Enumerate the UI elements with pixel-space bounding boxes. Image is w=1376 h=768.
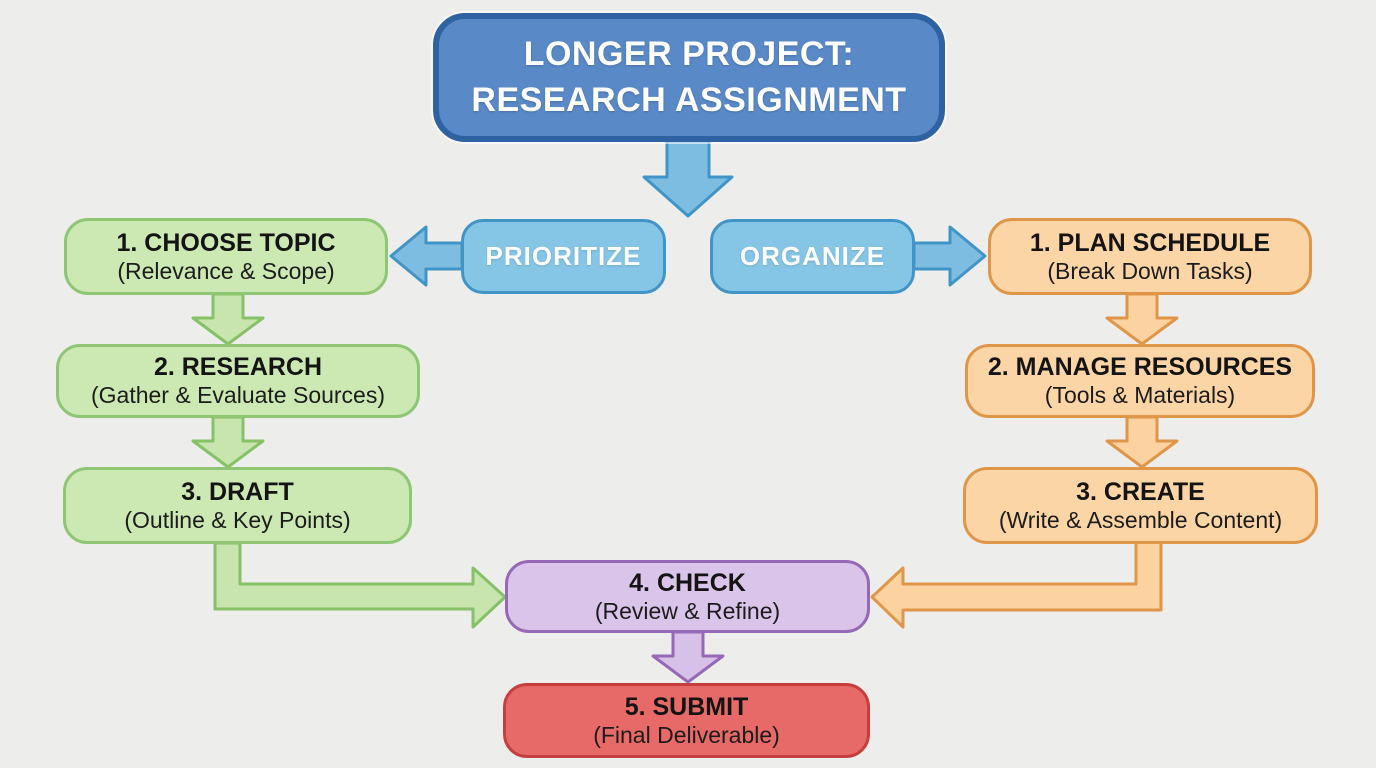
organize-label: ORGANIZE — [739, 241, 886, 271]
step-submit-title: 5. SUBMIT — [624, 692, 749, 721]
step-research-title: 2. RESEARCH — [153, 353, 323, 382]
step-research: 2. RESEARCH (Gather & Evaluate Sources) — [56, 344, 420, 418]
step-create-title: 3. CREATE — [1076, 477, 1205, 506]
prioritize-label: PRIORITIZE — [485, 241, 642, 271]
prioritize-node: PRIORITIZE — [461, 219, 666, 294]
step-check-title: 4. CHECK — [629, 568, 746, 597]
arrow-plan-to-manage — [1105, 292, 1179, 346]
arrow-research-to-draft — [191, 415, 265, 469]
step-manage-resources: 2. MANAGE RESOURCES (Tools & Materials) — [965, 344, 1315, 418]
step-choose-topic: 1. CHOOSE TOPIC (Relevance & Scope) — [64, 218, 388, 295]
arrow-draft-to-check — [213, 541, 507, 629]
step-check: 4. CHECK (Review & Refine) — [505, 560, 870, 633]
step-check-subtitle: (Review & Refine) — [594, 597, 781, 624]
title-line-1: LONGER PROJECT: — [523, 34, 855, 73]
step-submit: 5. SUBMIT (Final Deliverable) — [503, 683, 870, 758]
step-draft: 3. DRAFT (Outline & Key Points) — [63, 467, 412, 544]
step-plan-schedule-title: 1. PLAN SCHEDULE — [1029, 228, 1271, 257]
step-choose-topic-subtitle: (Relevance & Scope) — [117, 257, 335, 284]
organize-node: ORGANIZE — [710, 219, 915, 294]
step-submit-subtitle: (Final Deliverable) — [593, 721, 780, 748]
arrow-check-to-submit — [651, 630, 725, 684]
step-create-subtitle: (Write & Assemble Content) — [998, 506, 1283, 533]
step-choose-topic-title: 1. CHOOSE TOPIC — [116, 228, 336, 257]
arrow-title-to-branches — [642, 139, 734, 218]
arrow-create-to-check — [870, 540, 1163, 629]
arrow-choose-to-research — [191, 292, 265, 346]
arrow-prioritize-left — [389, 225, 464, 287]
step-manage-resources-subtitle: (Tools & Materials) — [1044, 382, 1236, 409]
step-research-subtitle: (Gather & Evaluate Sources) — [90, 382, 386, 409]
arrow-manage-to-create — [1105, 415, 1179, 469]
title-node: LONGER PROJECT: RESEARCH ASSIGNMENT — [433, 13, 945, 142]
step-draft-title: 3. DRAFT — [181, 477, 294, 506]
step-draft-subtitle: (Outline & Key Points) — [124, 506, 351, 533]
step-manage-resources-title: 2. MANAGE RESOURCES — [987, 353, 1293, 382]
step-plan-schedule-subtitle: (Break Down Tasks) — [1047, 257, 1253, 284]
title-line-2: RESEARCH ASSIGNMENT — [471, 80, 907, 119]
step-create: 3. CREATE (Write & Assemble Content) — [963, 467, 1318, 544]
step-plan-schedule: 1. PLAN SCHEDULE (Break Down Tasks) — [988, 218, 1312, 295]
arrow-organize-right — [912, 225, 987, 287]
